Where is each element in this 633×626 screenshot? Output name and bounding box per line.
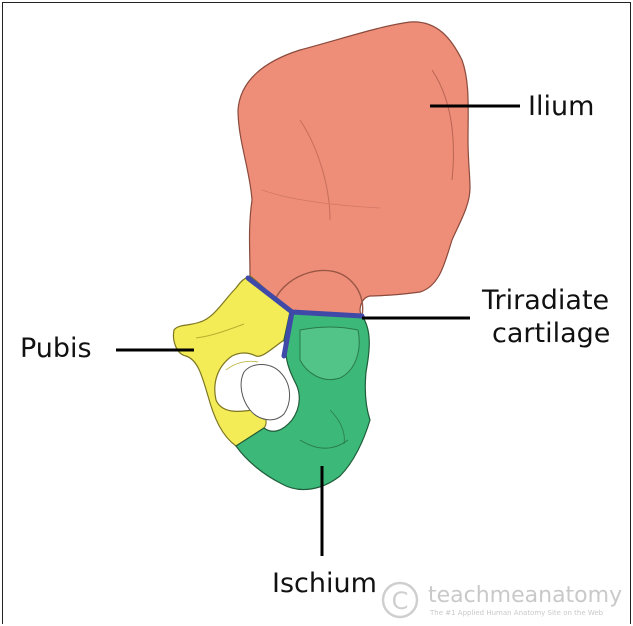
pubis-region xyxy=(174,276,291,446)
watermark-brand: teachmeanatomy xyxy=(428,584,622,608)
triradiate-label-line2: cartilage xyxy=(492,318,610,349)
svg-text:C: C xyxy=(392,587,409,615)
ischium-label: Ischium xyxy=(272,568,377,599)
pubis-label: Pubis xyxy=(20,333,92,364)
watermark-tagline: The #1 Applied Human Anatomy Site on the… xyxy=(430,609,603,618)
triradiate-label-line1: Triradiate xyxy=(482,285,609,316)
copyright-logo-icon: C xyxy=(383,583,417,617)
ilium-label: Ilium xyxy=(528,91,594,122)
ilium-region xyxy=(238,22,470,316)
